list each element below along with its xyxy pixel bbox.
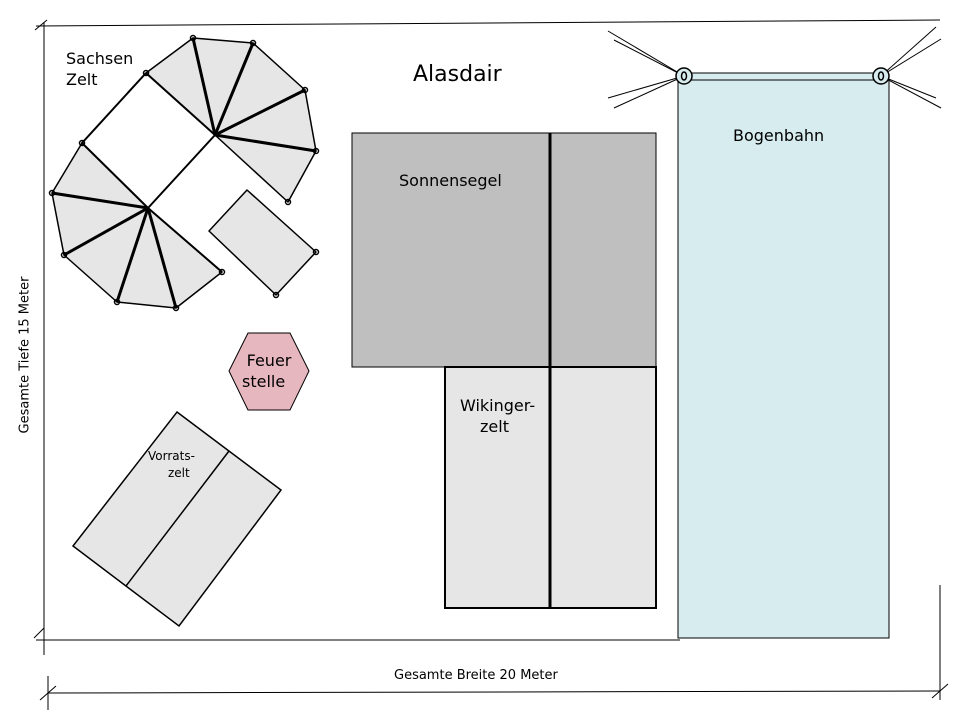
width-dimension-label: Gesamte Breite 20 Meter (394, 668, 558, 683)
bogenbahn-posts (675, 67, 890, 85)
site-boundary (33, 19, 941, 700)
feuerstelle-label: Feuer stelle (232, 350, 306, 392)
depth-dimension-label: Gesamte Tiefe 15 Meter (17, 276, 33, 434)
feuerstelle-label-line2: stelle (242, 372, 286, 391)
sachsen-zelt-ridges (51, 37, 317, 309)
vorrats-zelt-label-line1: Vorrats- (148, 449, 195, 463)
plan-title: Alasdair (413, 62, 502, 87)
sonnensegel (351, 132, 657, 368)
wikinger-zelt-label: Wikinger- zelt (460, 395, 546, 437)
sachsen-zelt-label-line2: Zelt (66, 70, 98, 89)
vorrats-zelt-label-line2: zelt (168, 466, 190, 480)
sachsen-zelt-segments (51, 37, 317, 309)
sachsen-zelt-label: Sachsen Zelt (66, 48, 133, 90)
wikinger-zelt-label-line1: Wikinger- (460, 396, 536, 415)
width-dimension-line (39, 676, 949, 710)
bogenbahn (607, 26, 942, 639)
sachsen-zelt-pegs (48, 34, 320, 312)
sonnensegel-label: Sonnensegel (399, 171, 502, 190)
bogenbahn-label: Bogenbahn (733, 126, 825, 145)
wikinger-zelt (444, 366, 657, 609)
wikinger-zelt-label-line2: zelt (480, 417, 509, 436)
feuerstelle-label-line1: Feuer (246, 351, 292, 370)
vorrats-zelt (71, 410, 283, 628)
vorrats-zelt-label: Vorrats- zelt (148, 448, 195, 482)
bogenbahn-guy-lines (607, 26, 942, 109)
feuerstelle (228, 332, 310, 411)
sachsen-zelt (48, 34, 320, 312)
sachsen-zelt-label-line1: Sachsen (66, 49, 134, 68)
